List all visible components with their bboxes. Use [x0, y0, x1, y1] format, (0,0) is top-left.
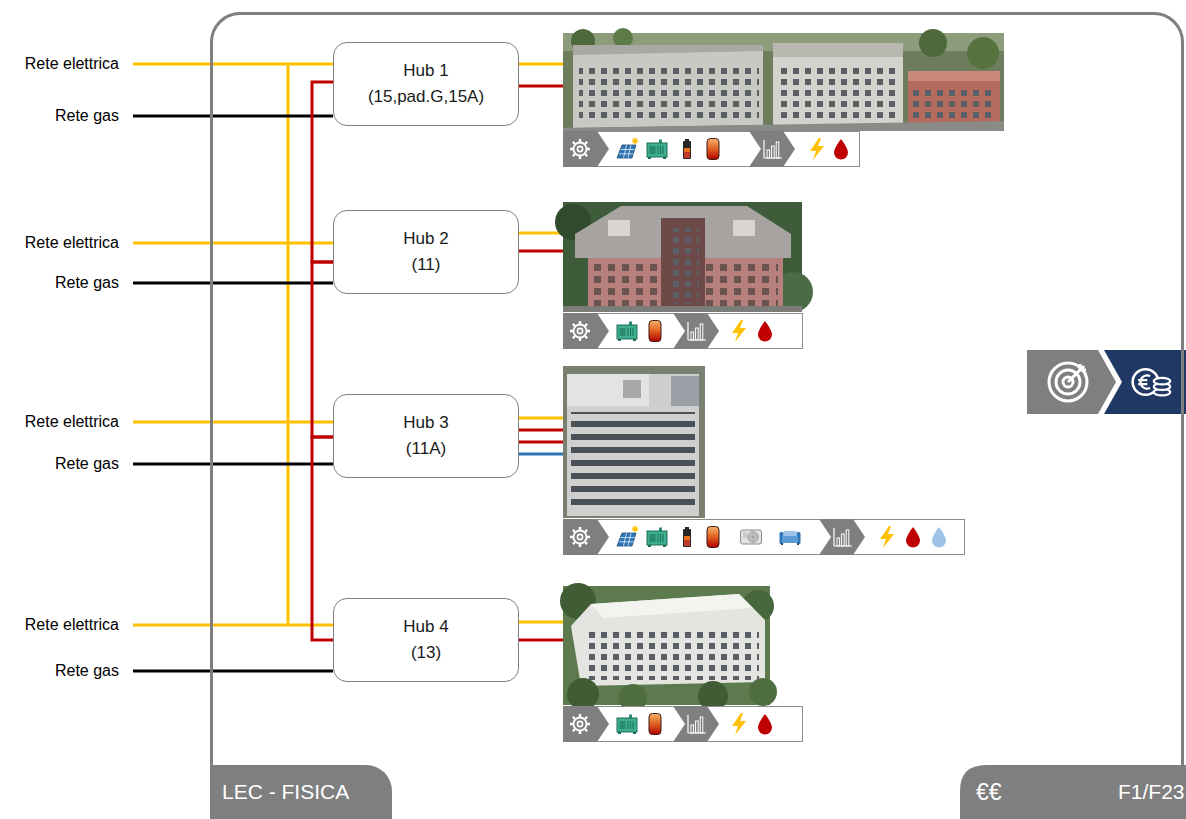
- hub-box: Hub 3(11A): [333, 394, 519, 478]
- community-frame: LEC - FISICA Hub 1(15,pad.G,15A) Hub 2(11)…: [210, 12, 1184, 819]
- grid-label: Rete elettrica: [25, 412, 119, 432]
- grid-label: Rete elettrica: [25, 54, 119, 74]
- hub-subtitle: (11A): [406, 436, 446, 462]
- heat-connector: [312, 262, 333, 437]
- hub-box: Hub 1(15,pad.G,15A): [333, 42, 519, 126]
- heat-connector: [312, 437, 333, 640]
- frame-tab-label: LEC - FISICA: [210, 765, 392, 819]
- hub-title: Hub 3: [403, 410, 448, 436]
- grid-label: Rete elettrica: [25, 615, 119, 635]
- hub-box: Hub 2(11): [333, 210, 519, 294]
- grid-label: Rete gas: [55, 106, 119, 126]
- hub-subtitle: (15,pad.G,15A): [368, 84, 484, 110]
- hub-title: Hub 1: [403, 58, 448, 84]
- hub-subtitle: (11): [412, 252, 441, 278]
- grid-label: Rete elettrica: [25, 233, 119, 253]
- hub-box: Hub 4(13): [333, 598, 519, 682]
- currency-label: €€: [976, 779, 1002, 805]
- hub-title: Hub 2: [403, 226, 448, 252]
- grid-label: Rete gas: [55, 661, 119, 681]
- hub-subtitle: (13): [411, 640, 441, 666]
- grid-label: Rete gas: [55, 454, 119, 474]
- tariff-label: F1/F23: [1118, 779, 1185, 805]
- heat-connector: [312, 82, 333, 262]
- grid-label: Rete gas: [55, 273, 119, 293]
- hub-title: Hub 4: [403, 614, 448, 640]
